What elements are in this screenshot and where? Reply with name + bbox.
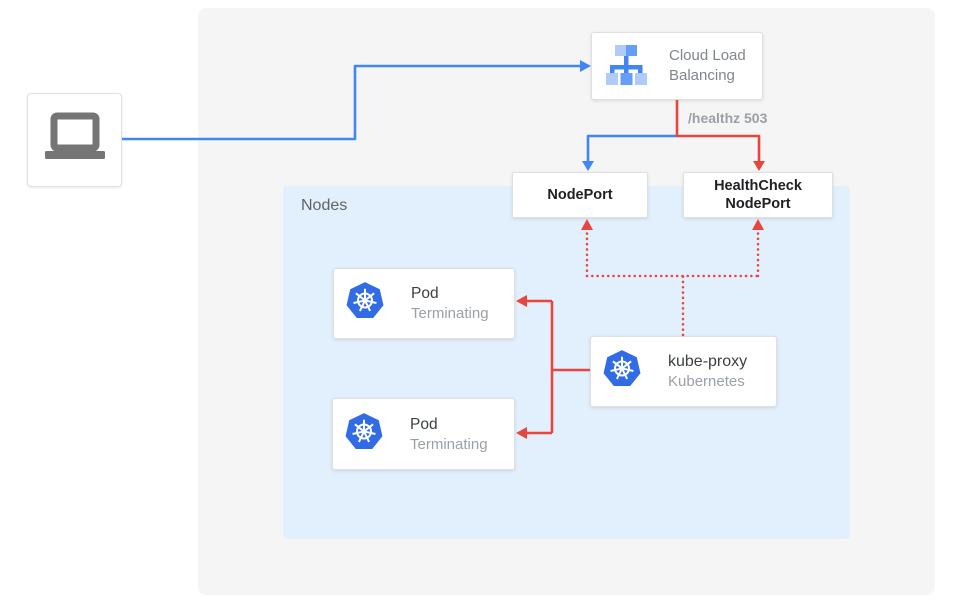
cloud-load-balancing-card: Cloud Load Balancing — [591, 32, 763, 100]
pod-card: Pod Terminating — [333, 268, 515, 339]
healthcheck-label-line1: HealthCheck — [714, 178, 802, 194]
laptop-icon — [42, 112, 108, 169]
cloud-load-balancing-label: Cloud Load Balancing — [669, 47, 746, 84]
healthcheck-label-line2: NodePort — [725, 196, 791, 212]
kube-proxy-card: kube-proxy Kubernetes — [590, 336, 777, 407]
healthz-edge-label: /healthz 503 — [688, 110, 768, 126]
pod-card: Pod Terminating — [332, 398, 515, 470]
kube-proxy-subtitle: Kubernetes — [668, 373, 745, 390]
kubernetes-icon — [344, 412, 384, 457]
nodeport-card: NodePort — [512, 172, 648, 218]
kube-proxy-title: kube-proxy — [668, 353, 748, 370]
pod-status: Terminating — [410, 435, 488, 453]
kube-proxy-labels: kube-proxy Kubernetes — [668, 351, 747, 392]
nodeport-label: NodePort — [547, 187, 613, 203]
pod-labels: Pod Terminating — [411, 283, 489, 324]
client-device-card — [27, 93, 122, 187]
pod-labels: Pod Terminating — [410, 414, 488, 455]
kubernetes-icon — [345, 281, 385, 326]
pod-status: Terminating — [411, 305, 489, 322]
healthcheck-nodeport-card: HealthCheck NodePort — [683, 172, 833, 218]
nodes-label: Nodes — [301, 197, 348, 214]
pod-title: Pod — [410, 415, 438, 433]
kubernetes-icon — [602, 349, 642, 394]
cloud-load-balancing-icon — [601, 41, 651, 92]
pod-title: Pod — [411, 285, 439, 302]
